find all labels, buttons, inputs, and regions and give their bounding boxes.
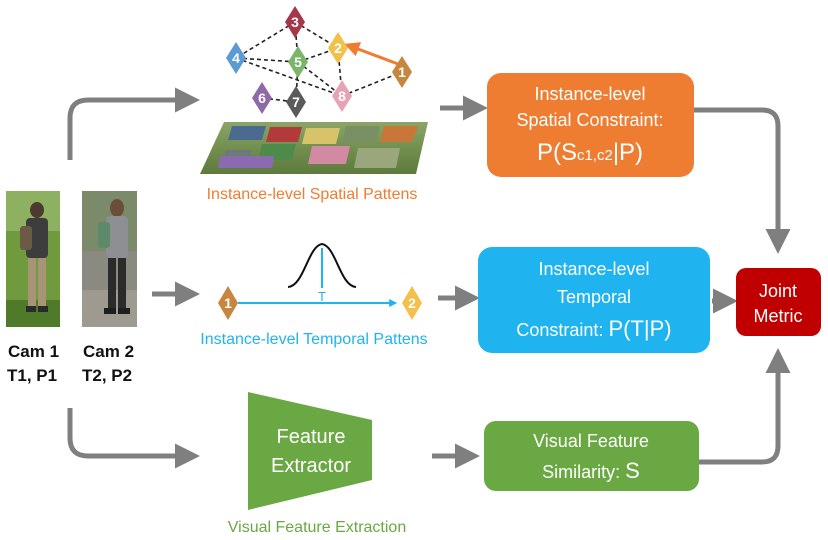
temporal-node-end: 2 bbox=[402, 286, 422, 320]
svg-text:Temporal: Temporal bbox=[557, 287, 631, 307]
branch-arrow-top bbox=[67, 87, 200, 160]
cam1-label: Cam 1 bbox=[8, 342, 59, 361]
svg-text:Joint: Joint bbox=[759, 281, 797, 301]
svg-text:Spatial Constraint:: Spatial Constraint: bbox=[516, 110, 663, 130]
svg-text:Metric: Metric bbox=[754, 306, 803, 326]
node-4-diamond: 4 bbox=[226, 42, 246, 74]
temporal-pattern: T 1 2 bbox=[218, 242, 422, 320]
temporal-caption: Instance-level Temporal Pattens bbox=[200, 331, 427, 348]
visual-similarity-box: Visual Feature Similarity: S bbox=[484, 421, 699, 491]
spatial-constraint-box: Instance-level Spatial Constraint: P(Sc1… bbox=[487, 73, 694, 177]
cam1-sub-label: T1, P1 bbox=[7, 366, 57, 385]
feature-extractor: Feature Extractor bbox=[248, 392, 372, 510]
svg-text:4: 4 bbox=[232, 50, 240, 66]
curve-label-t: T bbox=[318, 289, 326, 304]
joint-metric-box: Joint Metric bbox=[736, 268, 821, 336]
svg-text:Extractor: Extractor bbox=[271, 455, 351, 477]
svg-text:7: 7 bbox=[292, 94, 300, 110]
svg-text:P(Sc1,c2|P): P(Sc1,c2|P) bbox=[537, 139, 643, 166]
temporal-constraint-box: Instance-level Temporal Constraint: P(T|… bbox=[478, 247, 710, 353]
gaussian-curve-icon bbox=[287, 242, 357, 288]
cam1-photo bbox=[6, 191, 60, 327]
svg-text:Instance-level: Instance-level bbox=[534, 84, 645, 104]
svg-text:Instance-level: Instance-level bbox=[538, 259, 649, 279]
branch-arrow-bottom bbox=[67, 408, 200, 469]
svg-text:Visual Feature: Visual Feature bbox=[533, 431, 649, 451]
spatial-graph: 3 4 5 2 1 6 7 8 bbox=[226, 6, 412, 118]
arrow-spatial-to-joint bbox=[694, 107, 791, 254]
cam2-sub-label: T2, P2 bbox=[82, 366, 132, 385]
temporal-node-start: 1 bbox=[218, 286, 238, 320]
node-1-diamond: 1 bbox=[392, 56, 412, 88]
node-7-diamond: 7 bbox=[286, 86, 306, 118]
spatial-caption: Instance-level Spatial Pattens bbox=[207, 186, 418, 203]
svg-text:8: 8 bbox=[338, 88, 346, 104]
svg-text:2: 2 bbox=[334, 40, 342, 56]
svg-text:Constraint: P(T|P): Constraint: P(T|P) bbox=[516, 316, 671, 341]
svg-text:3: 3 bbox=[291, 14, 299, 30]
node-6-diamond: 6 bbox=[252, 82, 272, 114]
spatial-orange-edge bbox=[344, 42, 399, 66]
arrow-visual-to-joint bbox=[699, 348, 791, 465]
svg-text:5: 5 bbox=[294, 54, 302, 70]
visual-caption: Visual Feature Extraction bbox=[228, 519, 406, 536]
node-2-diamond: 2 bbox=[328, 32, 348, 64]
campus-map bbox=[200, 122, 428, 174]
node-5-diamond: 5 bbox=[288, 46, 308, 78]
svg-text:2: 2 bbox=[408, 295, 416, 311]
svg-text:6: 6 bbox=[258, 90, 266, 106]
svg-text:Similarity: S: Similarity: S bbox=[542, 458, 640, 483]
svg-text:Feature: Feature bbox=[277, 426, 346, 448]
cam2-label: Cam 2 bbox=[83, 342, 134, 361]
cam2-photo bbox=[82, 191, 137, 327]
node-3-diamond: 3 bbox=[285, 6, 305, 38]
node-8-diamond: 8 bbox=[332, 80, 352, 112]
svg-text:1: 1 bbox=[398, 64, 406, 80]
svg-text:1: 1 bbox=[224, 295, 232, 311]
